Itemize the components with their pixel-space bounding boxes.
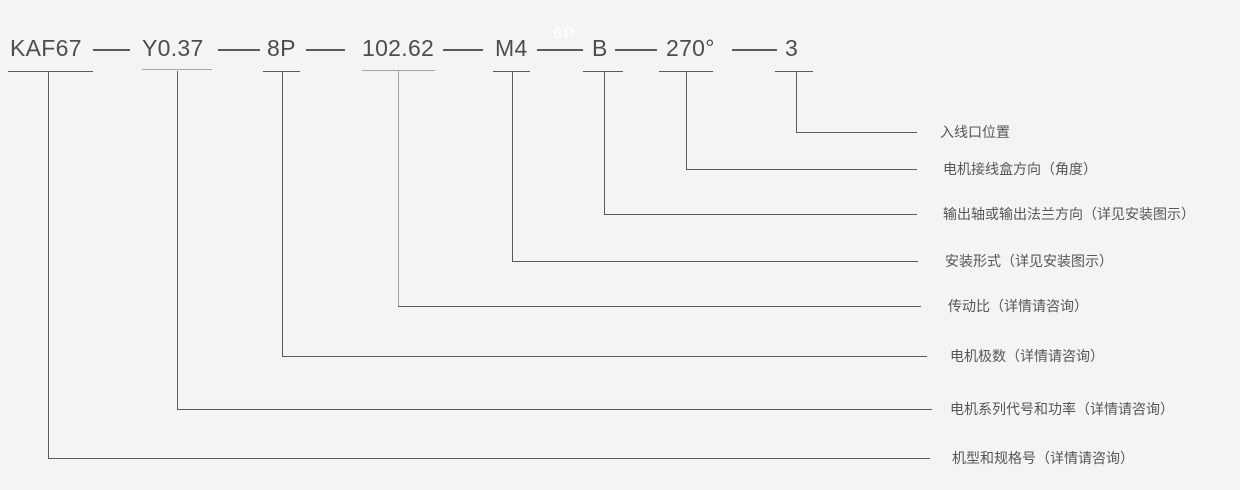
label-model-size: 机型和规格号（详情请咨询） bbox=[952, 450, 1134, 466]
connector-underline-model-size bbox=[8, 71, 93, 72]
connector-underline-motor-poles bbox=[263, 71, 300, 72]
connector-horizontal-motor-series-power bbox=[177, 409, 932, 410]
label-output-direction: 输出轴或输出法兰方向（详见安装图示） bbox=[943, 206, 1195, 222]
dash-separator-5 bbox=[537, 49, 583, 51]
connector-horizontal-cable-entry bbox=[796, 132, 917, 133]
dash-separator-4 bbox=[443, 49, 483, 51]
label-cable-entry: 入线口位置 bbox=[940, 124, 1010, 140]
label-terminal-box-angle: 电机接线盒方向（角度） bbox=[943, 161, 1097, 177]
dash-separator-7 bbox=[732, 49, 777, 51]
connector-horizontal-model-size bbox=[48, 458, 930, 459]
connector-horizontal-terminal-box-angle bbox=[686, 169, 917, 170]
connector-vertical-terminal-box-angle bbox=[686, 71, 687, 169]
connector-vertical-mounting bbox=[512, 71, 513, 261]
dash-separator-6 bbox=[615, 49, 657, 51]
connector-underline-output-direction bbox=[583, 71, 623, 72]
connector-underline-motor-series-power bbox=[142, 69, 212, 70]
connector-horizontal-ratio bbox=[398, 306, 921, 307]
code-motor-series-power: Y0.37 bbox=[142, 35, 204, 61]
connector-horizontal-output-direction bbox=[604, 214, 917, 215]
connector-vertical-ratio bbox=[398, 71, 399, 306]
code-output-direction: B bbox=[592, 35, 608, 61]
code-mounting: M4 bbox=[495, 35, 528, 61]
connector-vertical-motor-series-power bbox=[177, 71, 178, 409]
dash-separator-2 bbox=[218, 49, 260, 51]
label-motor-series-power: 电机系列代号和功率（详情请咨询） bbox=[950, 401, 1174, 417]
label-ratio: 传动比（详情请咨询） bbox=[948, 298, 1088, 314]
code-terminal-box-angle: 270° bbox=[666, 35, 715, 61]
code-motor-poles: 8P bbox=[267, 35, 296, 61]
connector-underline-mounting bbox=[493, 71, 530, 72]
connector-underline-cable-entry bbox=[775, 71, 813, 72]
code-ratio: 102.62 bbox=[362, 35, 435, 61]
code-cable-entry: 3 bbox=[785, 35, 799, 61]
connector-vertical-output-direction bbox=[604, 71, 605, 214]
connector-vertical-motor-poles bbox=[282, 71, 283, 356]
dash-separator-3 bbox=[306, 49, 345, 51]
connector-vertical-cable-entry bbox=[796, 71, 797, 132]
connector-horizontal-motor-poles bbox=[282, 356, 927, 357]
connector-horizontal-mounting bbox=[512, 261, 918, 262]
label-motor-poles: 电机极数（详情请咨询） bbox=[950, 348, 1104, 364]
watermark-6p: 6P bbox=[553, 24, 576, 43]
connector-underline-ratio bbox=[362, 70, 435, 71]
label-mounting: 安装形式（详见安装图示） bbox=[945, 253, 1113, 269]
dash-separator-1 bbox=[93, 49, 130, 51]
connector-vertical-model-size bbox=[48, 71, 49, 458]
code-model-size: KAF67 bbox=[10, 35, 82, 61]
